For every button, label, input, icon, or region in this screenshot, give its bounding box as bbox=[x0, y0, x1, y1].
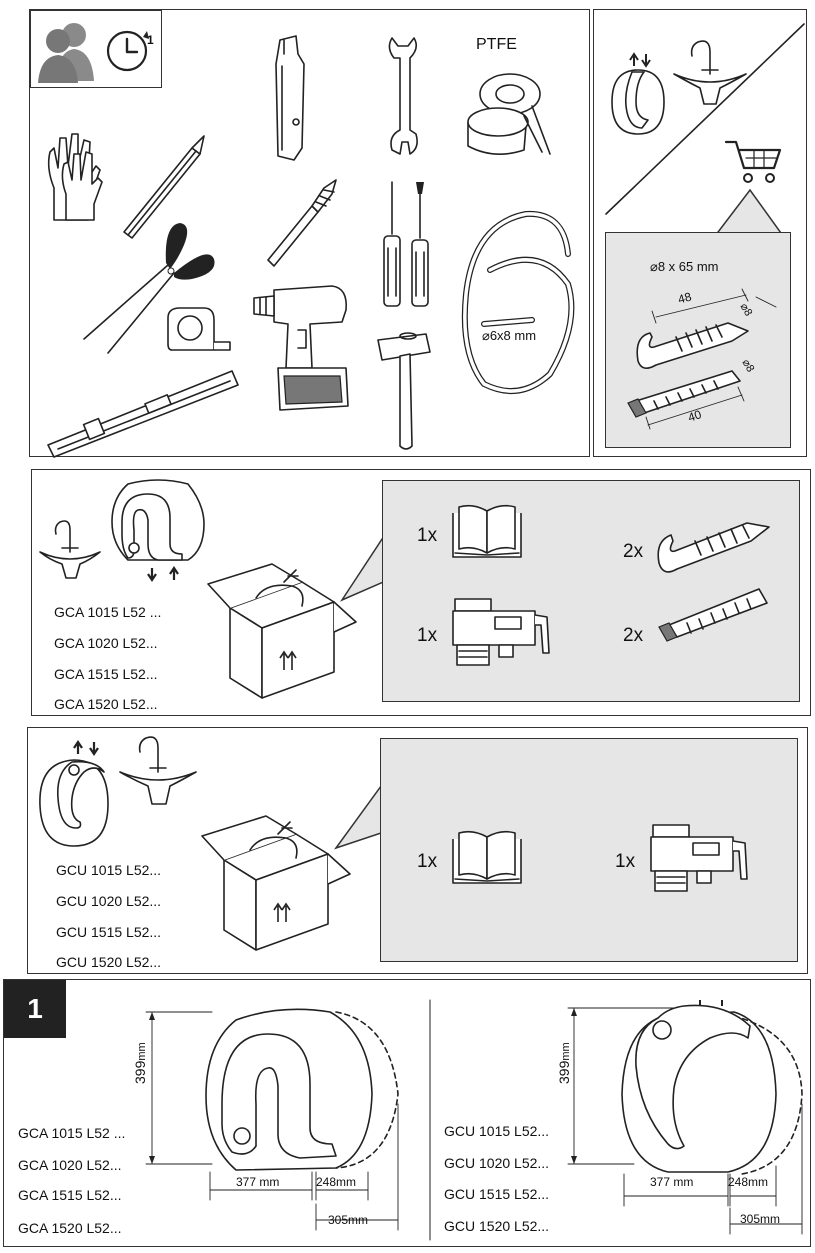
hook-screw-icon bbox=[657, 522, 770, 573]
gca-package-panel: GCA 1015 L52 ... GCA 1020 L52... GCA 151… bbox=[31, 469, 811, 716]
spirit-level-icon bbox=[47, 370, 239, 458]
hose-icon bbox=[461, 210, 575, 394]
tape-measure-icon bbox=[167, 307, 231, 351]
hook-screw-drawing bbox=[636, 288, 777, 369]
screw-size-label: ⌀8 x 65 mm bbox=[650, 259, 719, 274]
depth-total-label: 305mm bbox=[740, 1212, 781, 1226]
model-label: GCU 1015 L52... bbox=[444, 1123, 550, 1139]
scissors-icon bbox=[83, 223, 215, 354]
width-label: 377 mm bbox=[236, 1175, 280, 1189]
fixings-panel: ⌀8 x 65 mm 48 ⌀8 40 ⌀8 bbox=[593, 9, 807, 457]
tools-panel: 1 PTFE bbox=[29, 9, 590, 458]
gcu-dimension-drawing bbox=[567, 1000, 803, 1235]
model-label: GCU 1015 L52... bbox=[56, 862, 162, 878]
qty-label: 1x bbox=[417, 851, 438, 872]
depth-label: 248mm bbox=[728, 1175, 769, 1189]
package-box-icon bbox=[201, 815, 351, 951]
safety-valve-icon bbox=[650, 824, 748, 892]
basin-faucet-icon bbox=[119, 736, 197, 805]
clock-badge-number: 1 bbox=[147, 33, 154, 47]
wall-dowel-drawing bbox=[627, 370, 745, 430]
gcu-heater-icon bbox=[39, 740, 109, 847]
qty-label: 1x bbox=[417, 625, 438, 646]
height-value: 399mm bbox=[556, 1042, 572, 1084]
time-persons-badge: 1 bbox=[30, 10, 162, 88]
wall-dowel-icon bbox=[658, 588, 768, 642]
gloves-icon bbox=[47, 133, 103, 221]
model-label: GCU 1515 L52... bbox=[56, 924, 162, 940]
step-number: 1 bbox=[4, 980, 66, 1038]
manual-icon bbox=[452, 504, 522, 558]
qty-label: 1x bbox=[615, 851, 636, 872]
fixings-callout-box: ⌀8 x 65 mm 48 ⌀8 40 ⌀8 bbox=[605, 232, 791, 448]
depth-total-label: 305mm bbox=[328, 1213, 369, 1227]
pencil-icon bbox=[123, 135, 205, 239]
qty-label: 2x bbox=[623, 625, 644, 646]
model-label: GCA 1015 L52 ... bbox=[18, 1125, 126, 1141]
width-label: 377 mm bbox=[650, 1175, 694, 1189]
panel-divider bbox=[429, 999, 431, 1241]
model-label: GCU 1515 L52... bbox=[444, 1186, 550, 1202]
utility-knife-icon bbox=[275, 35, 305, 161]
gcu-package-panel: GCU 1015 L52... GCU 1020 L52... GCU 1515… bbox=[27, 727, 808, 974]
basin-faucet-icon bbox=[673, 40, 747, 105]
ptfe-label: PTFE bbox=[476, 36, 517, 53]
two-persons-icon bbox=[38, 23, 94, 83]
manual-icon bbox=[452, 830, 522, 884]
model-label: GCU 1020 L52... bbox=[444, 1155, 550, 1171]
safety-valve-icon bbox=[452, 598, 550, 666]
drill-bit-icon bbox=[267, 179, 337, 267]
model-label: GCA 1515 L52... bbox=[18, 1187, 122, 1203]
model-label: GCU 1520 L52... bbox=[56, 954, 162, 970]
clock-icon bbox=[106, 30, 149, 72]
cordless-drill-icon bbox=[253, 285, 349, 411]
gca-heater-icon bbox=[111, 479, 205, 582]
ptfe-tape-icon bbox=[467, 73, 551, 155]
wrench-icon bbox=[388, 37, 418, 155]
height-value: 399mm bbox=[132, 1042, 148, 1084]
shopping-cart-icon bbox=[724, 140, 782, 183]
screwdrivers-icon bbox=[383, 181, 429, 307]
model-label: GCU 1520 L52... bbox=[444, 1218, 550, 1234]
gca-dimension-drawing bbox=[145, 1008, 399, 1231]
small-heater-icon bbox=[611, 52, 665, 135]
divider-diagonal bbox=[605, 23, 805, 215]
qty-label: 1x bbox=[417, 525, 438, 546]
dimensions-panel: 1 399mm 377 mm 248mm 305mm GCA 1015 L52 … bbox=[3, 979, 811, 1247]
depth-label: 248mm bbox=[316, 1175, 357, 1189]
model-label: GCU 1020 L52... bbox=[56, 893, 162, 909]
gca-contents-box: 1x 2x 1x 2x bbox=[382, 480, 800, 702]
model-label: GCA 1020 L52... bbox=[54, 635, 158, 651]
hammer-icon bbox=[377, 332, 431, 450]
hose-size-label: ⌀6x8 mm bbox=[482, 328, 537, 343]
package-box-icon bbox=[207, 563, 357, 699]
gcu-contents-box: 1x 1x bbox=[380, 738, 798, 962]
model-label: GCA 1520 L52... bbox=[54, 696, 158, 712]
model-label: GCA 1520 L52... bbox=[18, 1220, 122, 1236]
model-label: GCA 1515 L52... bbox=[54, 666, 158, 682]
model-label: GCA 1020 L52... bbox=[18, 1157, 122, 1173]
qty-label: 2x bbox=[623, 541, 644, 562]
model-label: GCA 1015 L52 ... bbox=[54, 604, 162, 620]
basin-faucet-icon bbox=[39, 520, 101, 579]
